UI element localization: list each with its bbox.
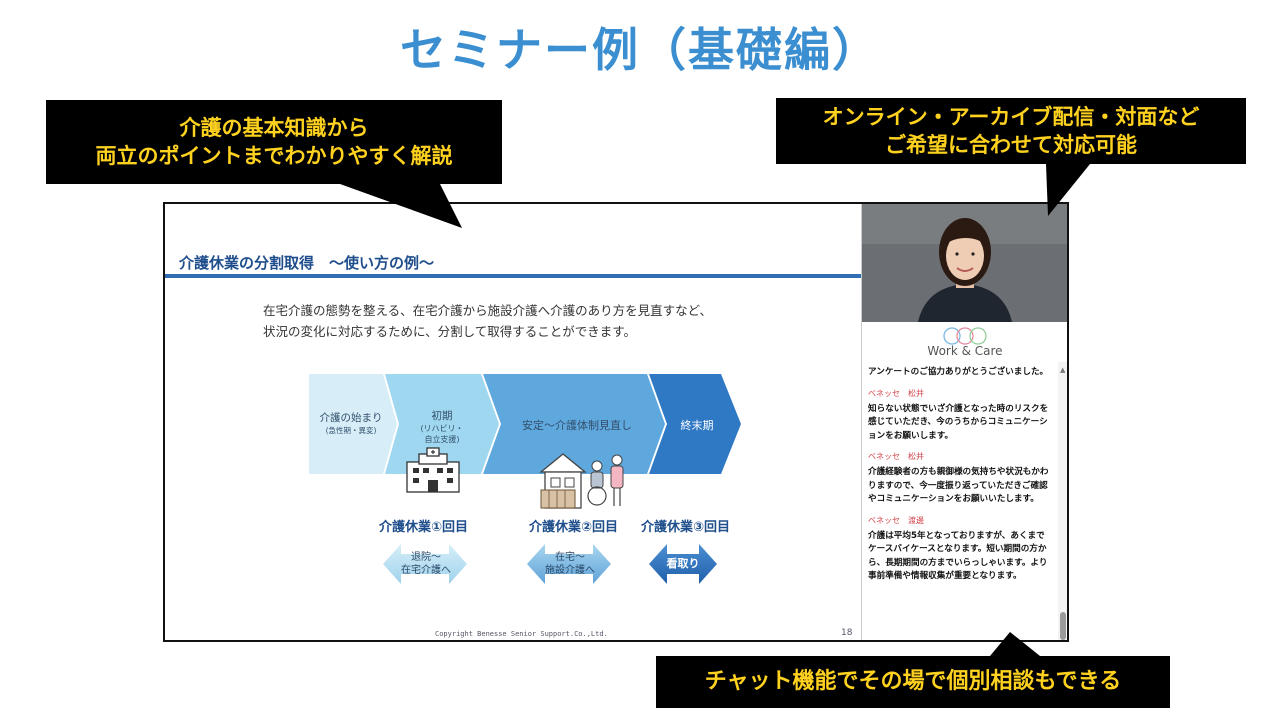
callout-basic-knowledge: 介護の基本知識から 両立のポイントまでわかりやすく解説 <box>46 100 502 184</box>
stage-chevron-1 <box>309 374 397 474</box>
chat-author: ベネッセ 松井 <box>868 388 924 398</box>
stage-chevron-4 <box>649 374 741 474</box>
presenter-video-icon <box>862 204 1067 322</box>
presenter-webcam <box>862 204 1067 322</box>
work-and-care-logo: Work & Care <box>862 322 1067 362</box>
stage-label-3: 安定～介護体制見直し <box>522 419 632 432</box>
stage-label-1: 介護の始まり (急性期・異変) <box>309 410 393 436</box>
chat-message: 介護は平均5年となっておりますが、あくまでケースバイケースとなります。短い期間の… <box>868 530 1048 582</box>
chat-author: ベネッセ 松井 <box>868 452 924 461</box>
arrow-label-3: 看取り <box>655 557 711 570</box>
right-callout-pointer <box>1046 164 1090 216</box>
stage-2-title: 初期 <box>431 410 453 422</box>
presentation-slide: 介護休業の分割取得 ～使い方の例～ 在宅介護の態勢を整える、在宅介護から施設介護… <box>165 204 861 640</box>
hospital-building-icon <box>406 447 460 493</box>
chat-message: 知らない状態でいざ介護となった時のリスクを感じていただき、今のうちからコミュニケ… <box>868 403 1049 441</box>
chat-panel[interactable]: アンケートのご協力ありがとうございました。 ベネッセ 松井 知らない状態でいざ介… <box>862 362 1058 640</box>
callout-left-line-2: 両立のポイントまでわかりやすく解説 <box>95 144 453 168</box>
slide-copyright: Copyright Benesse Senior Support.Co.,Ltd… <box>435 630 608 638</box>
scroll-up-arrow-icon[interactable]: ▲ <box>1060 366 1066 374</box>
leave-arrow-3 <box>649 544 717 584</box>
left-callout-pointer <box>340 184 462 228</box>
slide-body-line-2: 状況の変化に対応するために、分割して取得することができます。 <box>263 324 637 339</box>
bottom-callout-pointer <box>990 632 1040 656</box>
stage-1-title: 介護の始まり <box>319 412 383 424</box>
chat-message: アンケートのご協力ありがとうございました。 <box>868 367 1049 377</box>
stage-1-sub: (急性期・異変) <box>325 426 377 435</box>
leave-label-3: 介護休業③回目 <box>641 520 731 535</box>
stage-chevron-3 <box>483 374 665 474</box>
slide-body-line-1: 在宅介護の態勢を整える、在宅介護から施設介護へ介護のあり方を見直すなど、 <box>263 303 713 318</box>
stage-label-2: 初期 (リハビリ・ 自立支援) <box>395 408 489 445</box>
chat-message: 介護経験者の方も親御様の気持ちや状況もかわりますので、今一度振り返っていただきご… <box>868 467 1049 504</box>
care-leave-flow-diagram <box>309 374 741 584</box>
leave-arrow-2 <box>527 544 611 584</box>
webinar-screen: 介護休業の分割取得 ～使い方の例～ 在宅介護の態勢を整える、在宅介護から施設介護… <box>163 202 1069 642</box>
arrow-3-line-1: 看取り <box>666 557 700 570</box>
arrow-label-2: 在宅～ 施設介護へ <box>535 551 605 577</box>
page-title: セミナー例（基礎編） <box>400 23 880 77</box>
arrow-1-line-1: 退院～ <box>411 552 441 563</box>
stage-chevron-2 <box>385 374 499 474</box>
logo-text: Work & Care <box>927 344 1003 358</box>
callout-left-line-1: 介護の基本知識から <box>179 116 369 140</box>
webinar-sidebar: Work & Care アンケートのご協力ありがとうございました。 ベネッセ 松… <box>861 204 1067 640</box>
chat-scroll-thumb[interactable] <box>1060 612 1066 640</box>
arrow-1-line-2: 在宅介護へ <box>401 565 451 576</box>
slide-heading: 介護休業の分割取得 ～使い方の例～ <box>179 254 435 272</box>
arrow-label-1: 退院～ 在宅介護へ <box>391 551 461 577</box>
leave-label-2: 介護休業②回目 <box>529 520 619 535</box>
arrow-2-line-2: 施設介護へ <box>545 565 595 576</box>
house-with-people-icon <box>539 453 624 509</box>
slide-body-text: 在宅介護の態勢を整える、在宅介護から施設介護へ介護のあり方を見直すなど、 状況の… <box>263 300 823 342</box>
leave-arrow-1 <box>383 544 467 584</box>
callout-right-line-1: オンライン・アーカイブ配信・対面など <box>822 105 1200 129</box>
callout-right-line-2: ご希望に合わせて対応可能 <box>885 133 1137 157</box>
work-and-care-logo-icon <box>943 327 987 345</box>
chat-scrollbar[interactable] <box>1058 362 1067 640</box>
slide-heading-rule <box>165 274 861 278</box>
callout-delivery-options: オンライン・アーカイブ配信・対面など ご希望に合わせて対応可能 <box>776 98 1246 164</box>
slide-page-number: 18 <box>841 628 853 638</box>
callout-chat-feature: チャット機能でその場で個別相談もできる <box>656 656 1170 708</box>
chat-author: ベネッセ 渡邊 <box>868 515 924 525</box>
stage-label-4: 終末期 <box>680 419 714 432</box>
stage-2-sub-2: 自立支援) <box>424 435 460 444</box>
stage-2-sub-1: (リハビリ・ <box>420 424 464 433</box>
leave-label-1: 介護休業①回目 <box>379 520 469 535</box>
arrow-2-line-1: 在宅～ <box>555 552 585 563</box>
